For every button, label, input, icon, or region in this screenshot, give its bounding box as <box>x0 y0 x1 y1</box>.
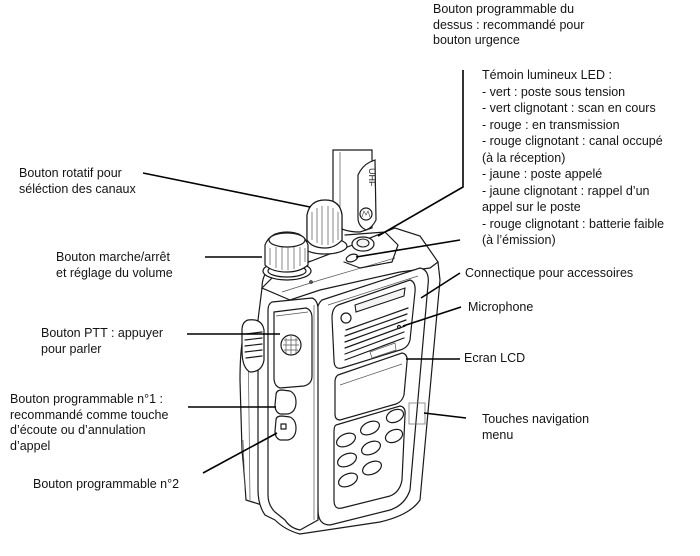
label-prog2: Bouton programmable n°2 <box>33 477 179 493</box>
label-line: - vert : poste sous tension <box>482 84 626 99</box>
label-line: appel sur le poste <box>482 200 581 214</box>
leader-channel-knob <box>142 172 311 208</box>
label-line: - vert clignotant : scan en cours <box>482 101 656 115</box>
label-line: Bouton programmable n°1 : <box>10 392 164 406</box>
label-line: - rouge clignotant : batterie faible <box>482 216 665 231</box>
label-line: Bouton programmable du <box>433 2 575 16</box>
leader-lines <box>142 70 467 474</box>
label-line: - rouge clignotant : canal occupé <box>482 134 663 148</box>
label-line: Ecran LCD <box>464 351 526 365</box>
label-line: - jaune : poste appelé <box>482 167 603 181</box>
antenna-uhf-text: UHF <box>367 168 377 187</box>
leader-top-button <box>377 70 464 237</box>
label-line: Bouton rotatif pour <box>19 166 122 180</box>
leader-microphone <box>402 306 462 327</box>
label-led: Témoin lumineux LED : - vert : poste sou… <box>482 67 664 249</box>
knobs <box>262 199 399 284</box>
leader-prog2 <box>202 432 278 474</box>
label-channel-knob: Bouton rotatif pour séléction des canaux <box>19 166 136 197</box>
label-prog1: Bouton programmable n°1 : recommandé com… <box>10 392 168 454</box>
label-line: séléction des canaux <box>19 181 136 196</box>
label-line: (à l’émission) <box>482 233 556 247</box>
label-line: - rouge : en transmission <box>482 117 620 132</box>
label-line: et réglage du volume <box>56 265 173 280</box>
label-ptt: Bouton PTT : appuyer pour parler <box>41 326 163 357</box>
label-line: Microphone <box>468 300 534 314</box>
label-power-volume: Bouton marche/arrêt et réglage du volume <box>56 250 173 281</box>
label-line: (à la réception) <box>482 150 566 165</box>
label-line: Témoin lumineux LED : <box>482 68 612 82</box>
label-line: dessus : recommandé pour <box>433 17 585 32</box>
label-line: recommandé comme touche <box>10 407 169 422</box>
label-accessory-connector: Connectique pour accessoires <box>465 266 633 282</box>
leader-led <box>355 239 461 258</box>
label-line: Bouton marche/arrêt <box>56 250 170 264</box>
label-line: Bouton programmable n°2 <box>33 477 180 491</box>
label-line: d’écoute ou d’annulation <box>10 423 146 437</box>
label-line: Bouton PTT : appuyer <box>41 326 164 340</box>
label-line: - jaune clignotant : rappel d’un <box>482 183 650 198</box>
label-nav-keys: Touches navigation menu <box>482 412 589 443</box>
leader-nav-keys <box>423 412 467 419</box>
side-controls <box>241 307 313 441</box>
label-line: Connectique pour accessoires <box>465 266 634 280</box>
brand-logo-icon <box>359 207 373 221</box>
label-line: bouton urgence <box>433 33 520 47</box>
label-top-button: Bouton programmable du dessus : recomman… <box>433 2 584 49</box>
label-line: menu <box>482 427 514 442</box>
label-lcd: Ecran LCD <box>464 351 525 367</box>
label-line: d’appel <box>10 438 51 453</box>
label-microphone: Microphone <box>468 300 533 316</box>
label-line: Touches navigation <box>482 412 590 426</box>
antenna: UHF <box>332 149 377 233</box>
label-line: pour parler <box>41 341 102 356</box>
leader-accessory <box>420 272 461 299</box>
